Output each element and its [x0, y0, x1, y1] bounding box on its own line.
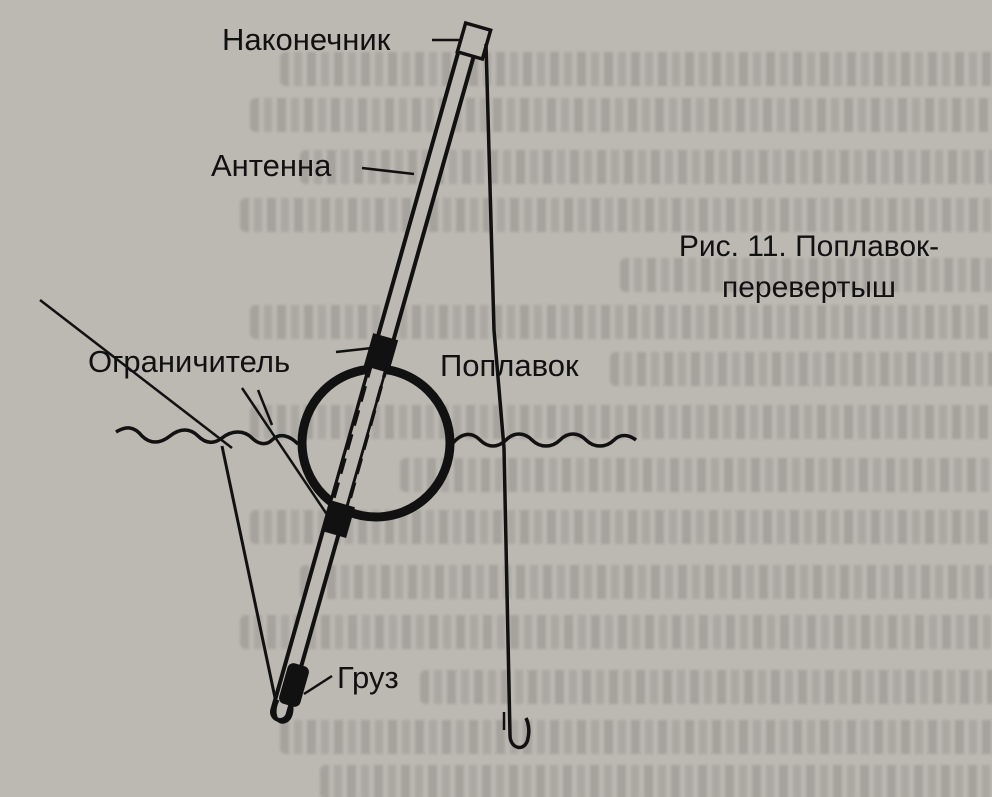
antenna-stick: [270, 30, 480, 722]
figure-caption: Рис. 11. Поплавок- перевертыш: [624, 226, 992, 308]
caption-line-1: Рис. 11. Поплавок-: [678, 230, 940, 263]
fishing-line-to-stopper: [240, 387, 334, 523]
stopper-label: Ограничитель: [88, 344, 291, 379]
tip-label: Наконечник: [222, 22, 391, 57]
stopper-leader-line-1: [39, 299, 233, 449]
weight-bottom-ring: [273, 699, 294, 724]
lower-stopper-block: [321, 500, 355, 538]
weight-leader-line: [303, 674, 333, 696]
float-label: Поплавок: [440, 348, 579, 383]
water-surface-line: [115, 426, 638, 448]
float-leader-line-top: [335, 346, 373, 354]
fishing-line-left: [220, 445, 280, 713]
weight-block: [279, 663, 309, 707]
stopper-leader-line-2: [256, 389, 274, 426]
antenna-leader-line: [361, 166, 415, 176]
weight-label: Груз: [337, 660, 399, 695]
caption-line-2: перевертыш: [722, 271, 896, 304]
antenna-label: Антенна: [211, 148, 332, 183]
hook-line: [484, 43, 531, 750]
upper-stopper-block: [363, 333, 399, 373]
